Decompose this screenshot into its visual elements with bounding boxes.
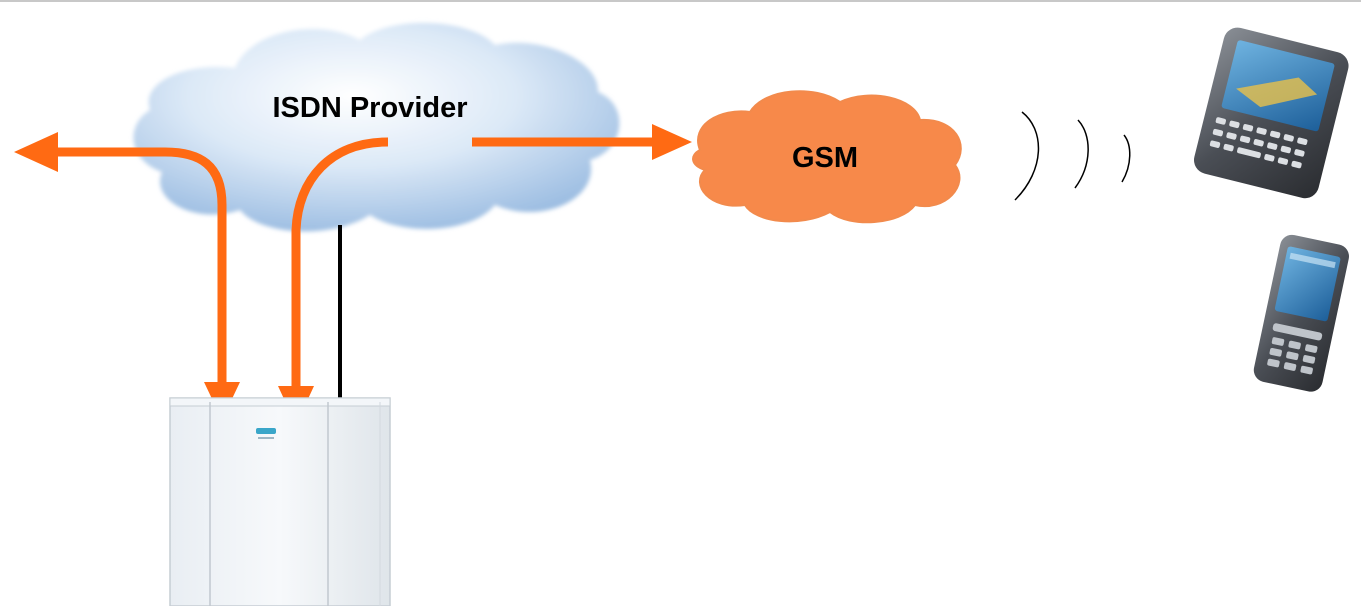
isdn-provider-cloud: ISDN Provider <box>133 22 620 232</box>
left-arrow-head <box>14 132 58 172</box>
call-arrows <box>50 137 655 388</box>
radio-waves-icon <box>1014 111 1131 201</box>
gsm-cloud: GSM <box>692 90 962 224</box>
outgoing-left-arrow-shaft <box>50 147 227 388</box>
gsm-label: GSM <box>792 142 858 174</box>
mobile-phone-icon <box>1253 234 1349 392</box>
incoming-pbx-arrow-shaft <box>291 137 389 388</box>
isdn-provider-label: ISDN Provider <box>273 92 468 124</box>
gsm-arrow-head <box>652 124 692 160</box>
smartphone-qwerty-icon <box>1194 27 1349 199</box>
pbx-base-station-icon <box>169 397 391 606</box>
